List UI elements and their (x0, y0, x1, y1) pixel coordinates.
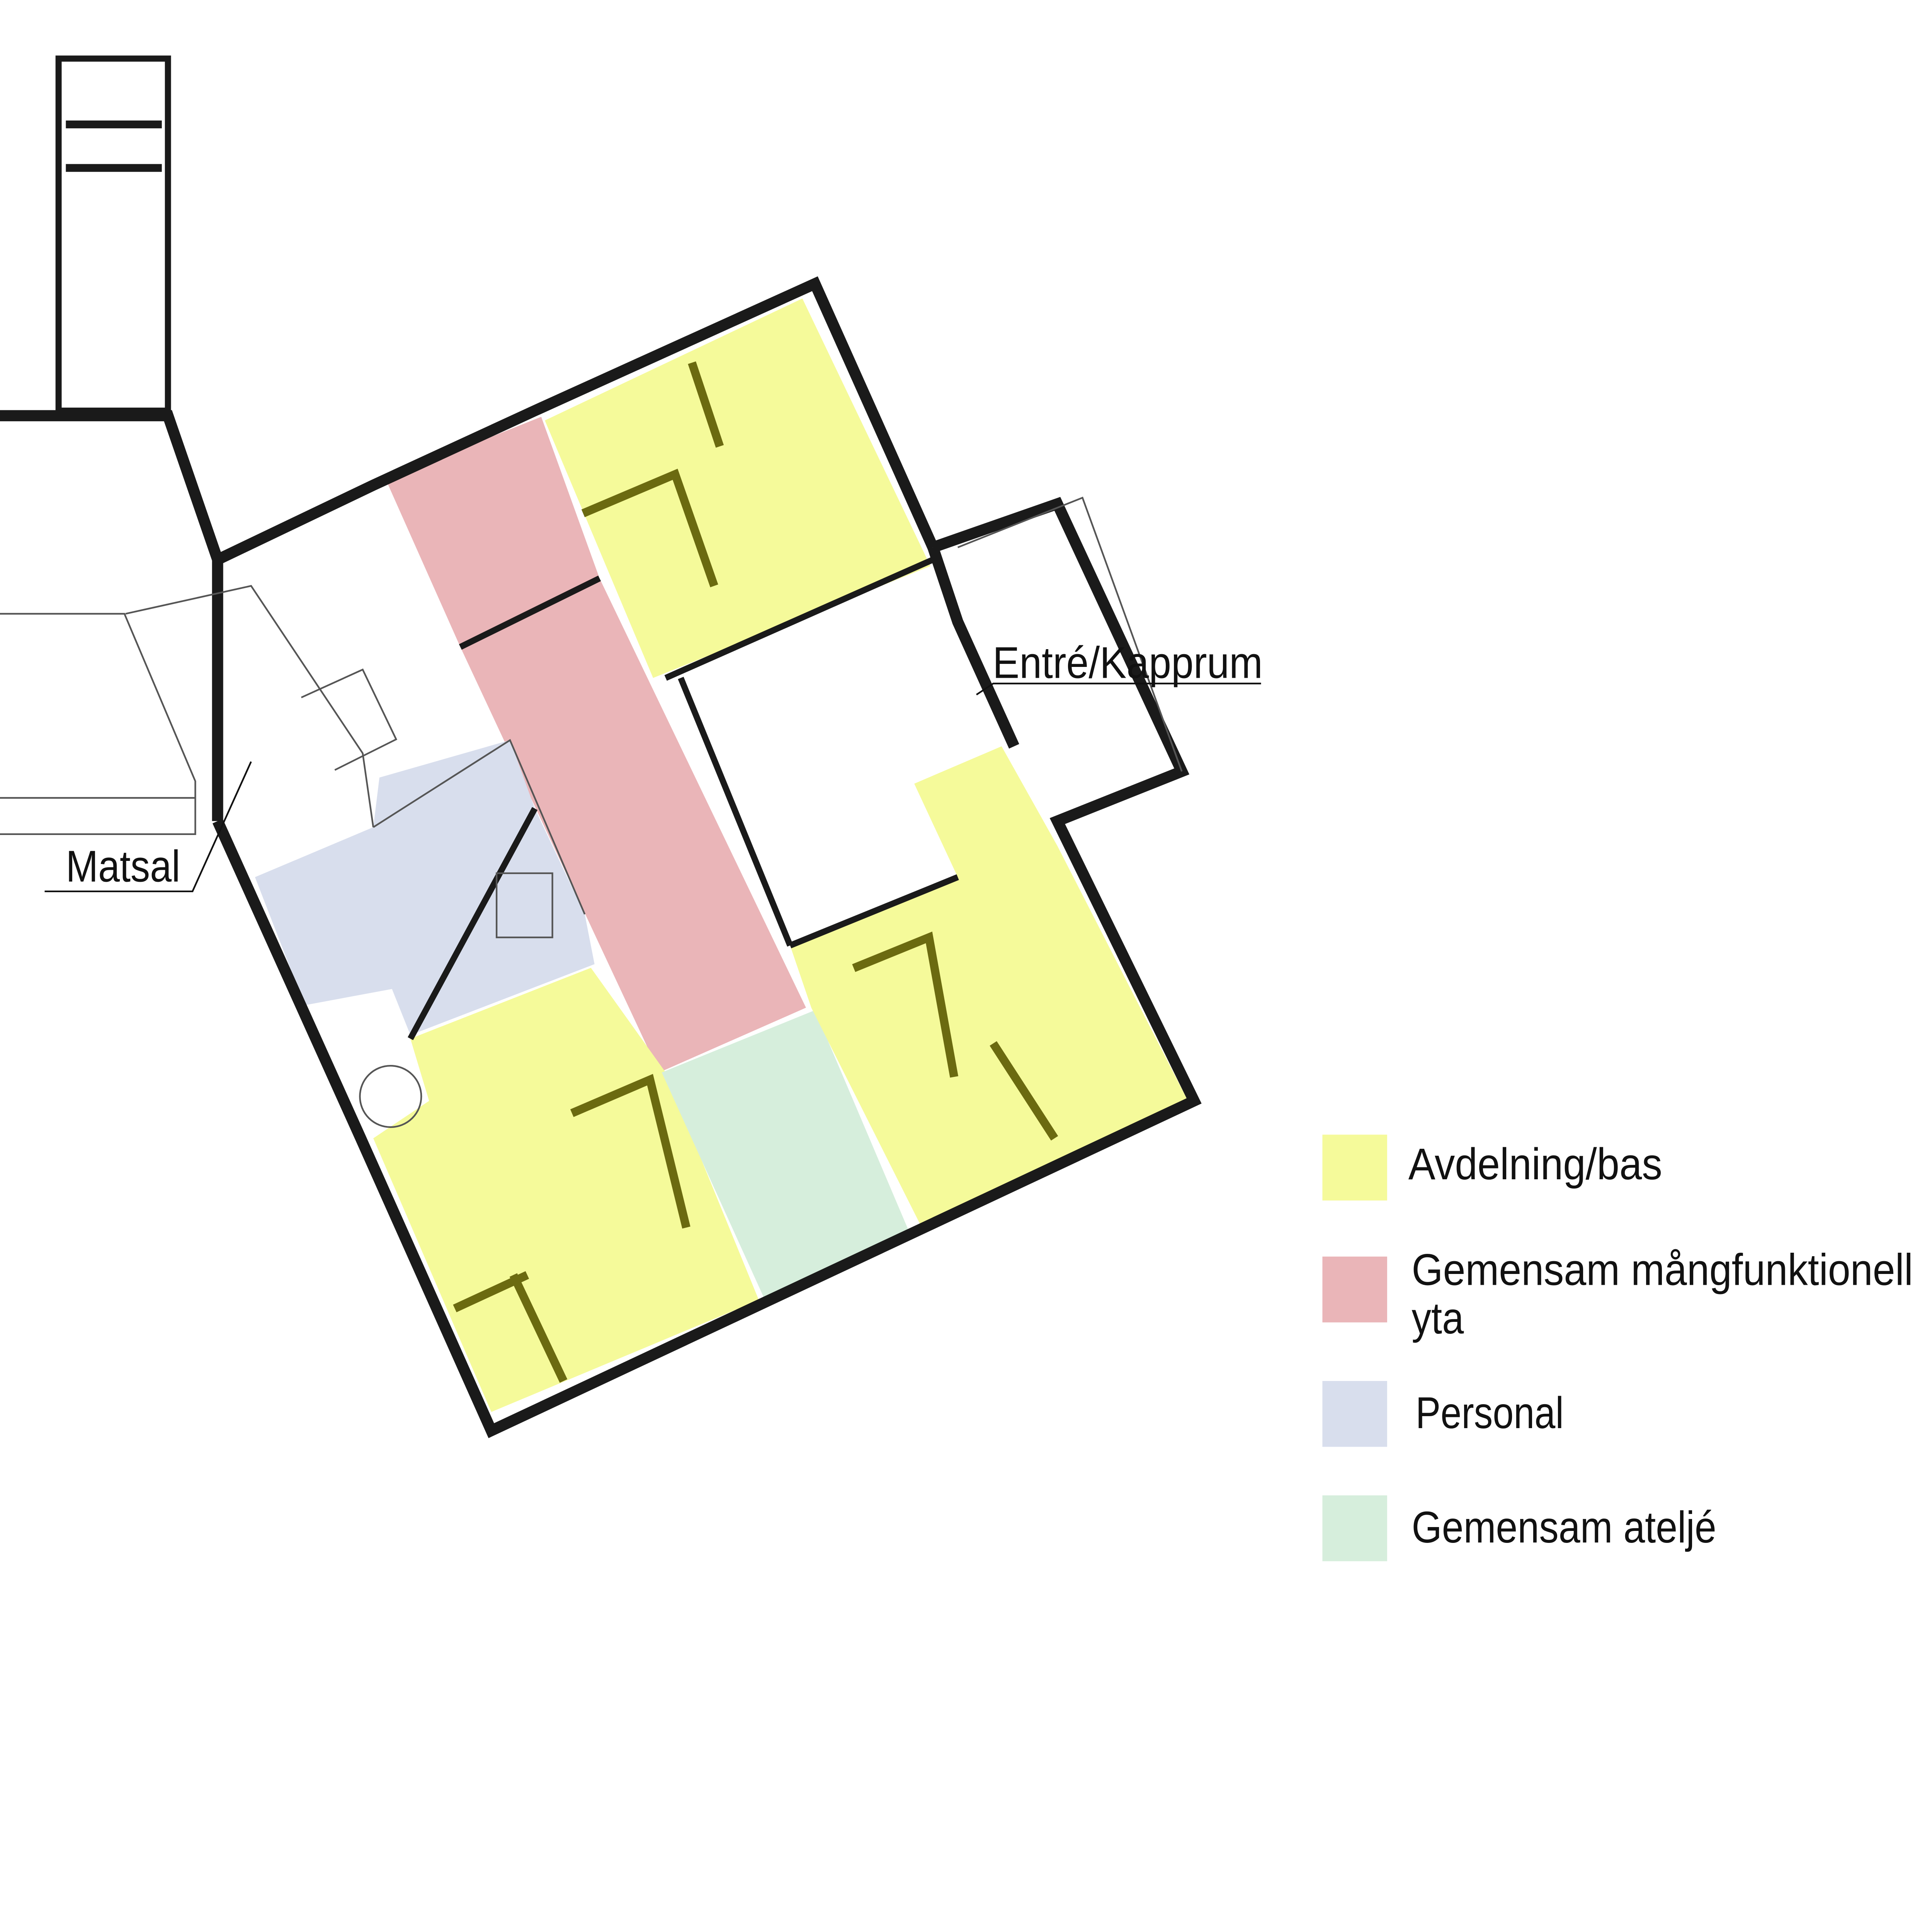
label-matsal: Matsal (66, 842, 180, 891)
legend-label-personal: Personal (1416, 1388, 1564, 1438)
entre-leader-line (976, 682, 1261, 696)
floor-plan: Matsal Entré/Kapprum Avdelning/bas Gemen… (0, 55, 1913, 1561)
zone-gemensam-mangfunktionell (385, 417, 806, 1073)
label-entre-kapprum: Entré/Kapprum (993, 638, 1263, 688)
zone-avdelning-ne (545, 298, 930, 678)
matsal-leader-line (44, 761, 252, 893)
legend-label-atelje: Gemensam ateljé (1412, 1502, 1716, 1552)
legend-swatch-avdelning (1322, 1134, 1387, 1201)
building-walls (0, 55, 1202, 1438)
legend-swatch-personal (1322, 1381, 1387, 1447)
legend-swatch-atelje (1322, 1495, 1387, 1561)
legend-swatch-gemensam-mangfunktionell (1322, 1256, 1387, 1323)
legend-label-avdelning: Avdelning/bas (1408, 1139, 1662, 1189)
zone-gemensam-atelje (662, 1010, 912, 1300)
legend: Avdelning/bas Gemensam mångfunktionell y… (1322, 1134, 1913, 1561)
legend-label-gemensam-mangfunktionell: Gemensam mångfunktionell (1412, 1245, 1913, 1295)
zone-avdelning-se (790, 746, 1188, 1226)
zone-personal (255, 740, 595, 1035)
legend-label-gemensam-mangfunktionell-line2: yta (1412, 1293, 1464, 1343)
